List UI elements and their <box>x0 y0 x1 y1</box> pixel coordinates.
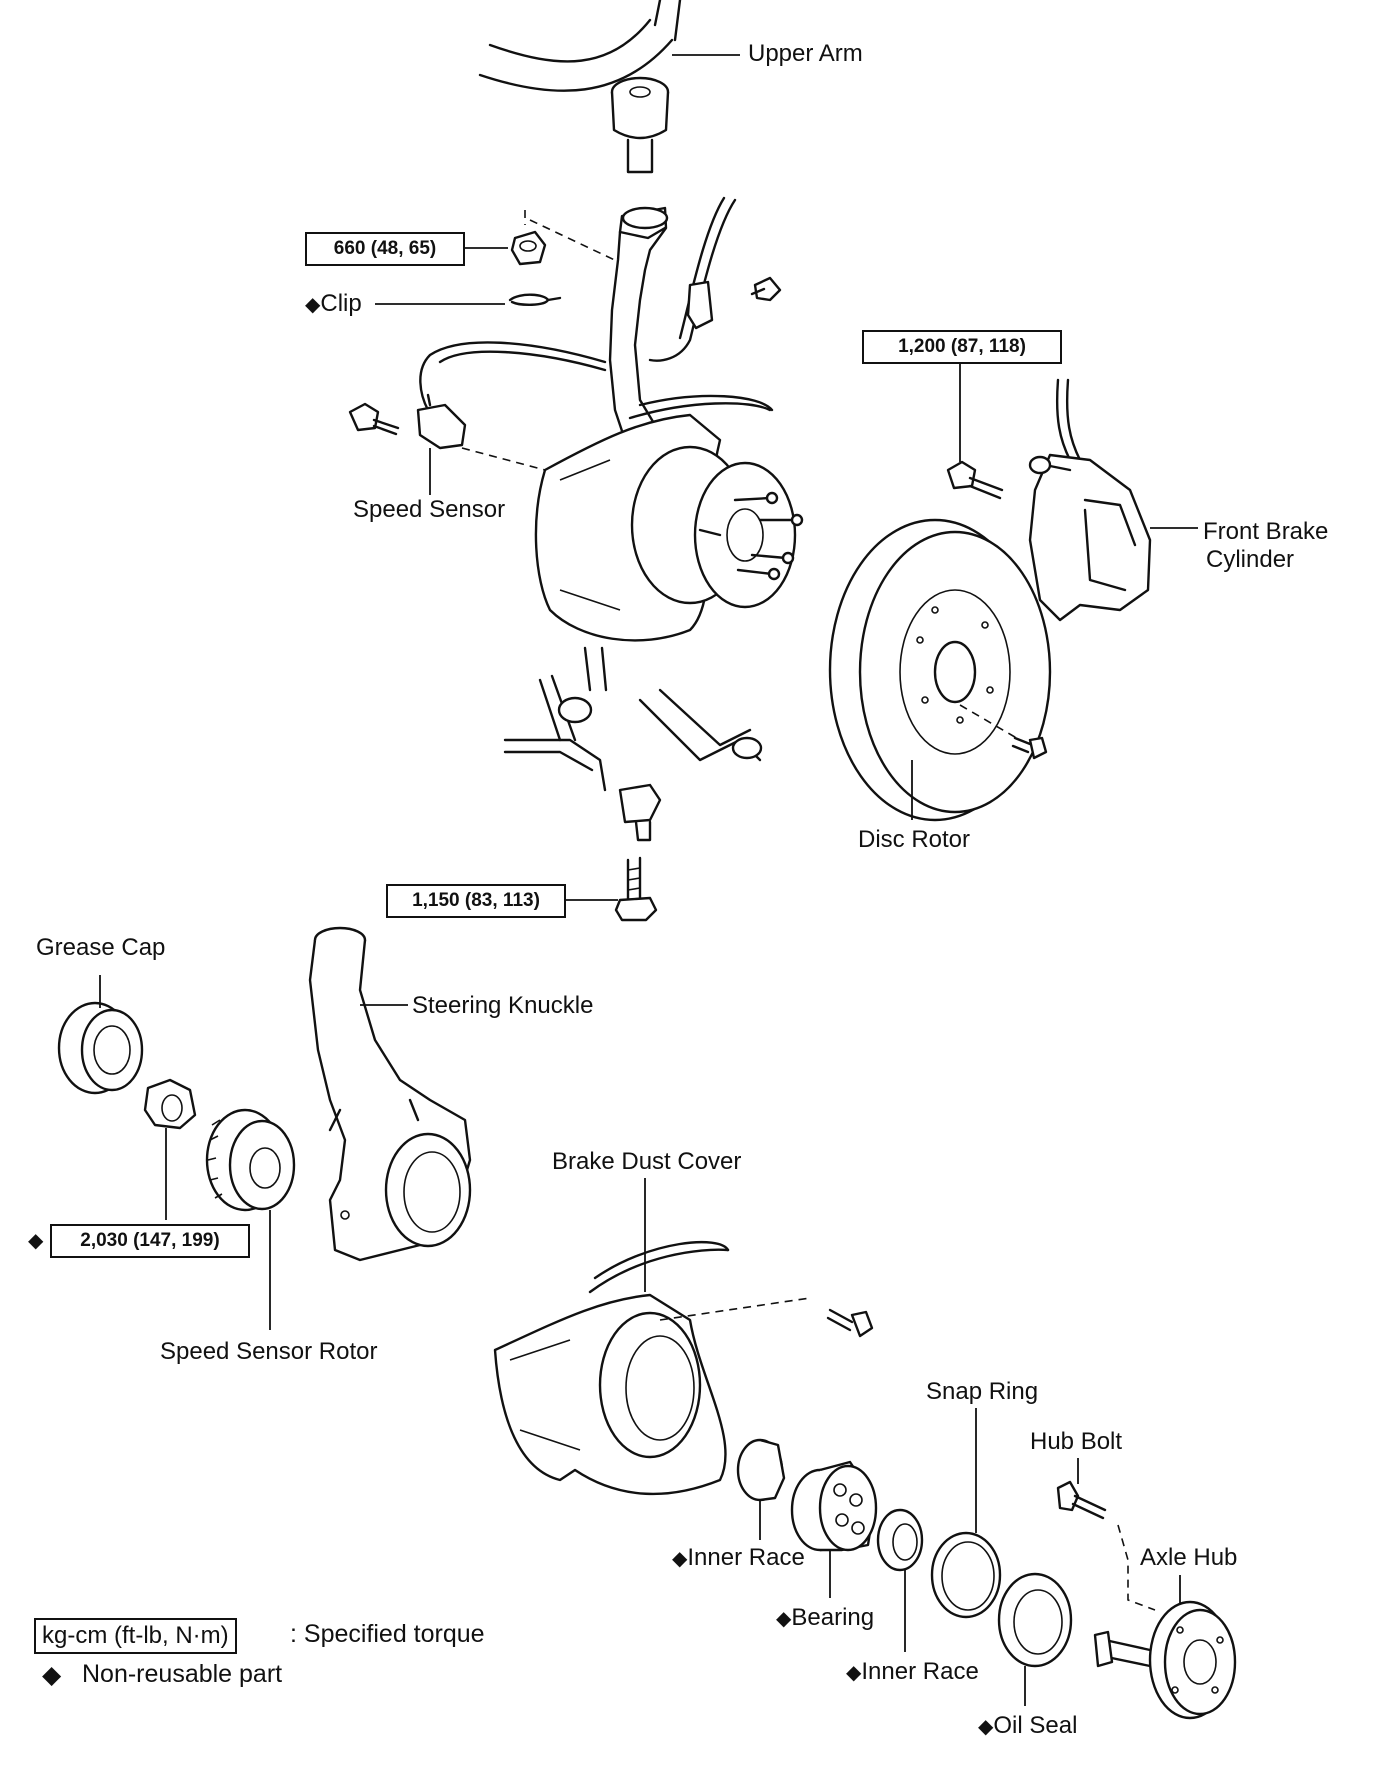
upper-arm-drawing <box>478 0 682 174</box>
legend-unit-desc: : Specified torque <box>290 1620 485 1648</box>
lower-arm-drawing <box>503 646 763 842</box>
inner-race-2-drawing <box>876 1508 924 1572</box>
label-brake-dust-cover: Brake Dust Cover <box>552 1148 742 1175</box>
rotor-screw-drawing <box>1011 736 1048 760</box>
label-grease-cap: Grease Cap <box>36 934 166 961</box>
hub-nut-drawing <box>143 1078 197 1130</box>
label-bearing: ◆Bearing <box>776 1604 874 1632</box>
label-upper-arm: Upper Arm <box>748 40 863 67</box>
torque-2030-marker: ◆ <box>28 1226 43 1254</box>
label-inner-race-2-text: Inner Race <box>861 1658 979 1685</box>
caliper-bolt-drawing <box>946 460 1004 500</box>
speed-sensor-drawing <box>416 393 467 450</box>
brake-dust-cover-drawing <box>493 1241 730 1496</box>
label-snap-ring: Snap Ring <box>926 1378 1039 1405</box>
disc-rotor-drawing <box>828 518 1052 822</box>
label-disc-rotor: Disc Rotor <box>858 826 971 853</box>
oil-seal-drawing <box>997 1572 1073 1668</box>
nonreusable-diamond: ◆ <box>846 1662 862 1684</box>
label-inner-race-1: ◆Inner Race <box>672 1544 805 1572</box>
label-steering-knuckle: Steering Knuckle <box>412 992 594 1019</box>
label-front-brake-cylinder-2: Cylinder <box>1206 546 1295 573</box>
axle-hub-drawing <box>1093 1600 1237 1720</box>
assembled-knuckle-drawing <box>608 206 669 442</box>
snap-ring-drawing <box>930 1531 1002 1619</box>
dust-cover-bolt-drawing <box>826 1308 874 1338</box>
label-axle-hub: Axle Hub <box>1140 1544 1238 1571</box>
label-front-brake-cylinder-1: Front Brake <box>1203 518 1329 545</box>
sensor-bolt-1 <box>750 276 782 302</box>
nonreusable-diamond: ◆ <box>672 1548 688 1570</box>
legend-unit-box: kg-cm (ft-lb, N·m) <box>34 1618 237 1654</box>
castle-nut-drawing <box>510 230 547 266</box>
nonreusable-diamond: ◆ <box>978 1716 994 1738</box>
nonreusable-diamond: ◆ <box>28 1230 44 1252</box>
torque-1200: 1,200 (87, 118) <box>862 330 1062 364</box>
sensor-bolt-2 <box>348 402 400 436</box>
hub-bolt-drawing <box>1056 1480 1107 1520</box>
grease-cap-drawing <box>57 1001 144 1095</box>
bearing-drawing <box>790 1460 878 1552</box>
label-inner-race-1-text: Inner Race <box>687 1544 805 1571</box>
lower-bolt-drawing <box>614 856 658 922</box>
label-bearing-text: Bearing <box>791 1604 875 1631</box>
brake-caliper-drawing <box>1028 378 1152 622</box>
label-speed-sensor-rotor: Speed Sensor Rotor <box>160 1338 378 1365</box>
torque-1150: 1,150 (83, 113) <box>386 884 566 918</box>
inner-race-1-drawing <box>736 1438 786 1502</box>
label-speed-sensor: Speed Sensor <box>353 496 506 523</box>
label-oil-seal: ◆Oil Seal <box>978 1712 1077 1740</box>
legend-nonreusable-desc: Non-reusable part <box>82 1660 283 1688</box>
nonreusable-diamond: ◆ <box>305 294 321 316</box>
label-oil-seal-text: Oil Seal <box>993 1712 1078 1739</box>
torque-660: 660 (48, 65) <box>305 232 465 266</box>
steering-knuckle-drawing <box>308 926 472 1262</box>
legend-nonreusable-symbol: ◆ <box>42 1661 62 1689</box>
label-clip-text: Clip <box>320 290 362 317</box>
nonreusable-diamond: ◆ <box>776 1608 792 1630</box>
label-hub-bolt: Hub Bolt <box>1030 1428 1123 1455</box>
label-inner-race-2: ◆Inner Race <box>846 1658 979 1686</box>
label-clip: ◆Clip <box>305 290 362 318</box>
cotter-pin-drawing <box>508 293 562 306</box>
torque-2030: 2,030 (147, 199) <box>50 1224 250 1258</box>
speed-sensor-rotor-drawing <box>205 1108 296 1212</box>
hub-upper-drawing <box>630 445 804 609</box>
